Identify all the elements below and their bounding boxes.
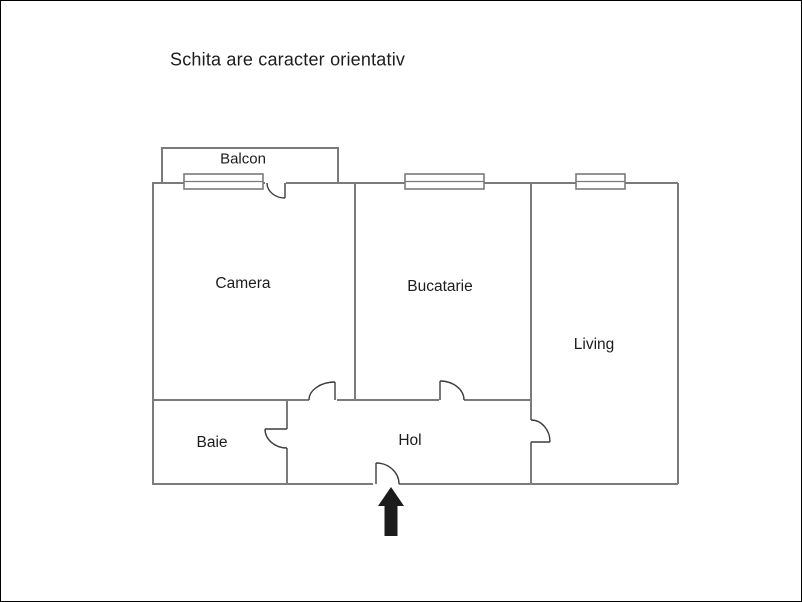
room-label-hol: Hol (398, 432, 422, 449)
doors (264, 182, 551, 485)
window-camera (183, 173, 264, 190)
room-label-living: Living (573, 336, 615, 353)
window-bucatarie (404, 173, 485, 190)
page-title: Schita are caracter orientativ (170, 49, 406, 70)
balcony-outline (161, 147, 339, 183)
room-label-baie: Baie (196, 434, 228, 451)
door-living (530, 419, 551, 443)
windows (183, 173, 626, 190)
door-camera (308, 381, 336, 401)
door-baie (264, 428, 288, 449)
room-label-camera: Camera (215, 275, 271, 292)
room-label-bucatarie: Bucatarie (407, 278, 473, 295)
window-living (575, 173, 626, 190)
door-entrance (375, 462, 400, 485)
door-bucatarie (439, 380, 465, 401)
room-label-balcon: Balcon (220, 150, 266, 168)
door-balcon (266, 182, 286, 199)
entrance-arrow-icon (378, 487, 404, 536)
